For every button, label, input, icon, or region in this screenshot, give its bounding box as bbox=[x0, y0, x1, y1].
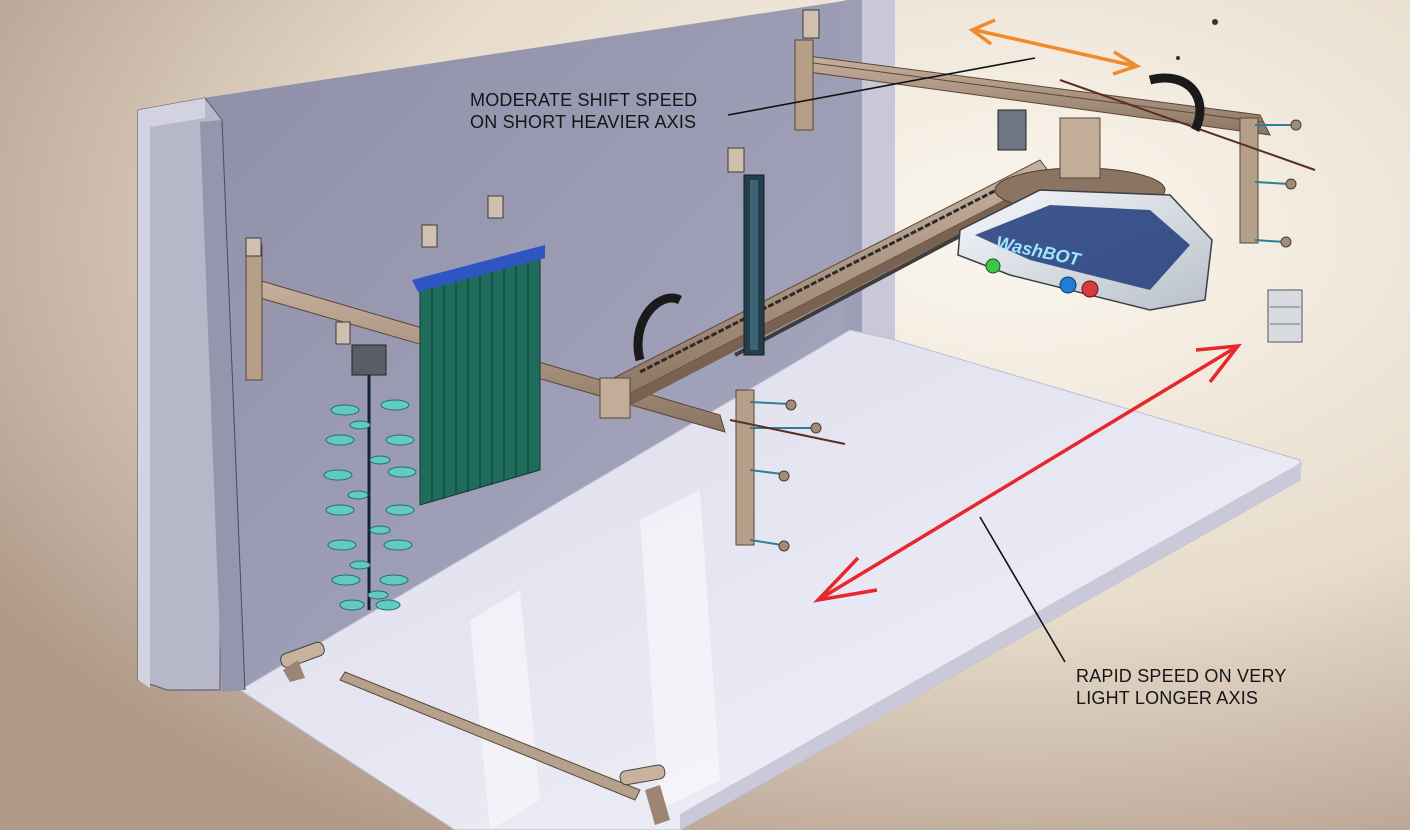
long-axis-annotation-line1: RAPID SPEED ON VERY bbox=[1076, 666, 1287, 686]
short-axis-gantry bbox=[794, 9, 1316, 248]
long-axis-leader bbox=[979, 516, 1066, 663]
short-axis-arrow bbox=[968, 18, 1142, 76]
side-wall bbox=[137, 97, 246, 692]
long-axis-annotation-line2: LIGHT LONGER AXIS bbox=[1076, 688, 1259, 708]
floor-reflections bbox=[470, 490, 720, 830]
curtain-brush bbox=[412, 195, 545, 506]
short-axis-annotation: MODERATE SHIFT SPEED ON SHORT HEAVIER AX… bbox=[470, 89, 697, 133]
washbot-unit: WashBOT bbox=[957, 109, 1213, 311]
red-button bbox=[1081, 280, 1099, 298]
short-axis-annotation-line2: ON SHORT HEAVIER AXIS bbox=[470, 112, 697, 132]
floor-edge bbox=[680, 462, 1302, 830]
blue-button bbox=[1059, 276, 1077, 294]
short-axis-annotation-line1: MODERATE SHIFT SPEED bbox=[470, 90, 698, 110]
vertical-mast bbox=[727, 147, 765, 356]
control-box bbox=[1267, 289, 1303, 343]
long-axis-annotation: RAPID SPEED ON VERY LIGHT LONGER AXIS bbox=[1076, 665, 1287, 709]
spin-brush bbox=[323, 321, 417, 611]
long-axis-arrow bbox=[813, 343, 1242, 603]
floor-guide-rail bbox=[280, 641, 670, 825]
short-axis-leader bbox=[727, 57, 1036, 116]
green-button bbox=[985, 258, 1001, 274]
